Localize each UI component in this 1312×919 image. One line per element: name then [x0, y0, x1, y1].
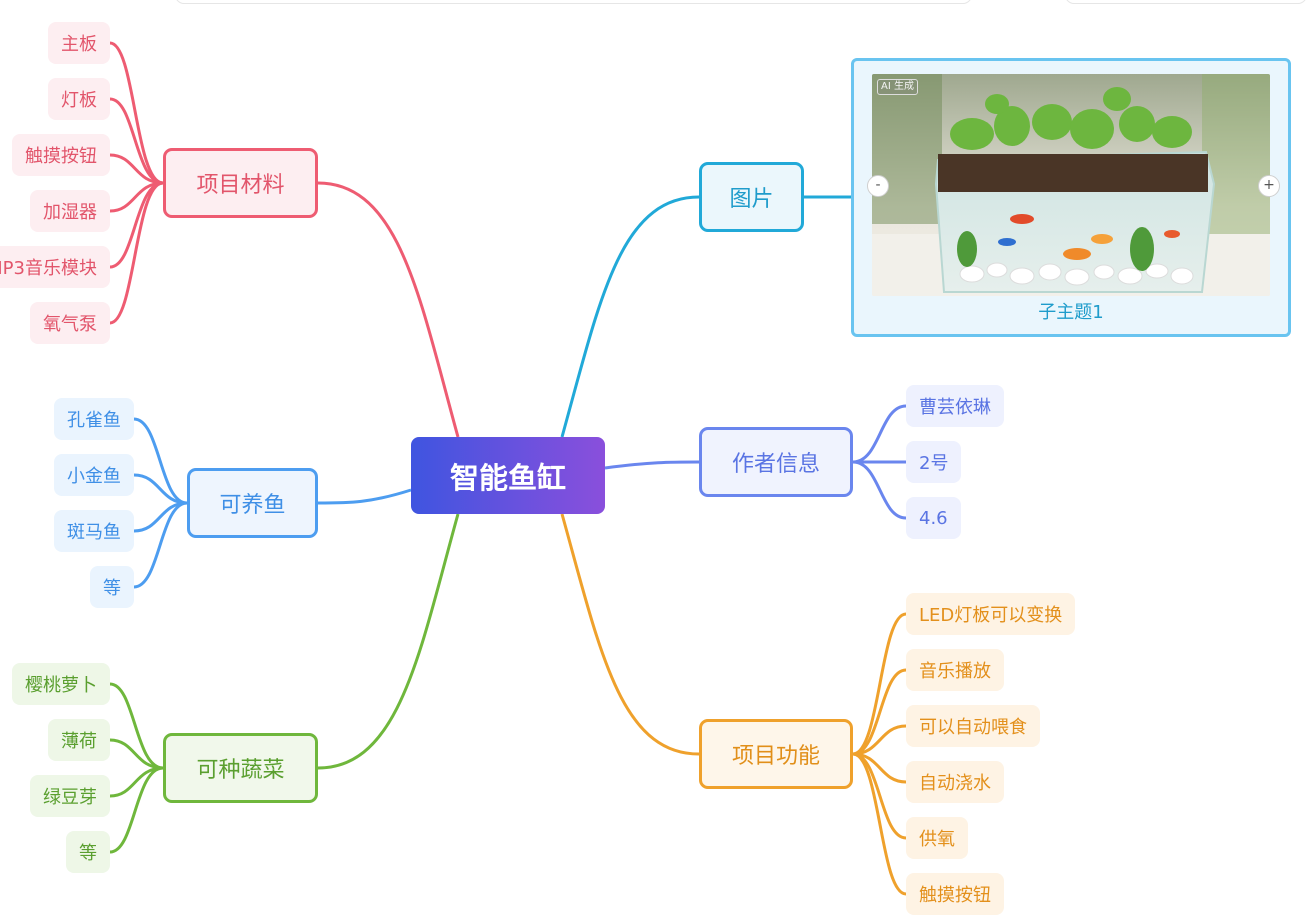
resize-handle-left-icon[interactable]: -	[867, 175, 889, 197]
leaf-fish-goldfish[interactable]: 小金鱼	[54, 454, 134, 496]
leaf-feature-auto-water[interactable]: 自动浇水	[906, 761, 1004, 803]
topic-features[interactable]: 项目功能	[699, 719, 853, 789]
leaf-feature-music[interactable]: 音乐播放	[906, 649, 1004, 691]
leaf-author-name[interactable]: 曹芸依琳	[906, 385, 1004, 427]
link-root-materials	[317, 181, 460, 438]
leaf-fish-guppy[interactable]: 孔雀鱼	[54, 398, 134, 440]
links-fish	[133, 417, 188, 589]
links-author	[852, 404, 907, 520]
topic-materials[interactable]: 项目材料	[163, 148, 318, 218]
root-topic[interactable]: 智能鱼缸	[411, 437, 605, 514]
image-caption[interactable]: 子主题1	[1038, 302, 1104, 323]
leaf-fish-zebrafish[interactable]: 斑马鱼	[54, 510, 134, 552]
link-root-author	[604, 460, 700, 470]
resize-handle-right-icon[interactable]: +	[1258, 175, 1280, 197]
leaf-fish-etc[interactable]: 等	[90, 566, 134, 608]
leaf-materials-oxygen-pump[interactable]: 氧气泵	[30, 302, 110, 344]
link-root-vegetables	[317, 513, 460, 770]
leaf-materials-lightboard[interactable]: 灯板	[48, 78, 110, 120]
leaf-feature-touch-button[interactable]: 触摸按钮	[906, 873, 1004, 915]
top-toolbar[interactable]	[175, 0, 972, 4]
topic-fish[interactable]: 可养鱼	[187, 468, 318, 538]
image-subtopic-node[interactable]: AI 生成 子主题1 - +	[851, 58, 1291, 337]
link-root-image	[560, 195, 700, 438]
aquarium-image: AI 生成	[872, 74, 1270, 296]
leaf-veg-radish[interactable]: 樱桃萝卜	[12, 663, 110, 705]
leaf-author-number[interactable]: 2号	[906, 441, 962, 483]
link-root-features	[560, 513, 700, 756]
leaf-feature-auto-feed[interactable]: 可以自动喂食	[906, 705, 1040, 747]
links-vegetables	[109, 682, 164, 854]
leaf-veg-mung-sprouts[interactable]: 绿豆芽	[30, 775, 110, 817]
leaf-materials-touch-button[interactable]: 触摸按钮	[12, 134, 110, 176]
link-root-fish	[317, 488, 412, 505]
leaf-materials-mp3-module[interactable]: MP3音乐模块	[0, 246, 110, 288]
ai-generated-badge: AI 生成	[877, 79, 918, 95]
links-features	[852, 612, 907, 896]
leaf-feature-oxygen[interactable]: 供氧	[906, 817, 968, 859]
leaf-author-date[interactable]: 4.6	[906, 497, 961, 539]
top-toolbar-right[interactable]	[1065, 0, 1307, 4]
leaf-feature-led[interactable]: LED灯板可以变换	[906, 593, 1076, 635]
leaf-veg-etc[interactable]: 等	[66, 831, 110, 873]
leaf-materials-mainboard[interactable]: 主板	[48, 22, 110, 64]
leaf-veg-mint[interactable]: 薄荷	[48, 719, 110, 761]
links-materials	[109, 41, 164, 325]
topic-vegetables[interactable]: 可种蔬菜	[163, 733, 318, 803]
topic-image[interactable]: 图片	[699, 162, 804, 232]
topic-author[interactable]: 作者信息	[699, 427, 853, 497]
leaf-materials-humidifier[interactable]: 加湿器	[30, 190, 110, 232]
